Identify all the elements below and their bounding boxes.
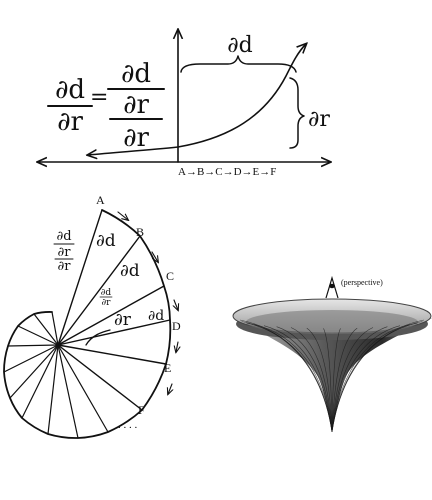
spiral-ray — [51, 311, 59, 346]
top-brace — [180, 55, 297, 73]
spiral-rays — [3, 209, 171, 439]
small-fraction-denominator: ∂r — [102, 298, 112, 308]
spiral-ray — [7, 344, 59, 347]
funnel-field-line — [331, 326, 388, 433]
side-label: ∂r — [308, 107, 330, 132]
spiral-ray — [57, 209, 103, 346]
eye-icon — [325, 275, 339, 299]
spiral-ray — [57, 344, 167, 365]
small-fraction-numerator: ∂d — [101, 288, 112, 298]
brace-label: ∂d — [227, 33, 252, 58]
wedge-label-1: ∂d — [96, 231, 116, 251]
curve-graph: ∂d ∂r A→B→C→D→E→F — [38, 30, 330, 178]
spiral-ray — [9, 344, 59, 399]
lhs-numerator: ∂d — [55, 75, 85, 105]
funnel-field-line — [253, 324, 333, 433]
funnel-body — [233, 318, 432, 432]
funnel-field-line — [263, 325, 333, 433]
side-brace — [289, 77, 305, 149]
spiral-point-c: C — [166, 269, 174, 283]
funnel-field-line — [290, 327, 333, 433]
funnel-field-line — [276, 326, 333, 433]
spiral-ray — [3, 344, 59, 373]
outer-fraction-denominator: ∂r — [58, 259, 72, 274]
spiral-ray — [57, 344, 143, 411]
direction-arrow — [174, 299, 178, 310]
equals-sign: = — [90, 85, 108, 110]
funnel-field-line — [323, 328, 333, 433]
spiral-point-f: F — [138, 403, 145, 417]
funnel-field-line — [306, 327, 333, 433]
spiral-ray — [57, 344, 79, 439]
spiral-point-d: D — [172, 319, 181, 333]
spiral-point-b: B — [136, 225, 144, 239]
equation: ∂d ∂r = ∂d ∂r ∂r — [47, 59, 165, 153]
outer-fraction-numerator: ∂d — [56, 229, 71, 244]
funnel-field-line — [331, 327, 374, 433]
spiral-ellipsis: . . . . — [118, 419, 138, 431]
outer-fraction-mid: ∂r — [58, 245, 72, 260]
wedge-label-2: ∂d — [120, 261, 140, 281]
direction-arrow — [168, 383, 172, 394]
wedge-label-4: ∂d — [148, 308, 164, 324]
spiral-point-e: E — [164, 361, 171, 375]
spiral-ray — [17, 325, 59, 346]
eye-label: (perspective) — [341, 278, 383, 287]
spiral-diagram: A B C D E F . . . . ∂d ∂r ∂r ∂d ∂d ∂r ∂d ∂d ∂… — [3, 193, 181, 439]
funnel-field-line — [331, 327, 358, 433]
rhs-mid: ∂r — [123, 90, 149, 120]
funnel-inner-disk — [246, 310, 418, 334]
funnel-field-line — [246, 322, 333, 433]
direction-arrow — [117, 211, 128, 220]
spiral-ray — [57, 319, 171, 346]
spiral-point-a: A — [96, 193, 105, 207]
direction-arrow — [151, 251, 158, 262]
spiral-arrows — [117, 211, 178, 394]
axis-sequence: A→B→C→D→E→F — [178, 166, 276, 178]
spiral-ray — [57, 344, 109, 433]
funnel-field-line — [331, 319, 425, 433]
spiral-ray — [47, 344, 59, 435]
spiral-ray — [21, 344, 59, 419]
lhs-denominator: ∂r — [57, 107, 83, 137]
funnel-field-line — [331, 328, 341, 433]
funnel-field-lines — [239, 319, 425, 433]
growth-curve — [88, 44, 306, 155]
spiral-ray — [57, 285, 165, 346]
rhs-denominator: ∂r — [123, 123, 149, 153]
inner-arc — [85, 329, 111, 346]
spiral-outline — [3, 209, 172, 439]
spiral-ray — [57, 235, 141, 346]
wedge-label-3: ∂r — [114, 310, 132, 330]
funnel-diagram: (perspective) — [232, 275, 432, 433]
spiral-points: A B C D E F — [96, 193, 181, 417]
direction-arrow — [176, 341, 178, 352]
spiral-ray — [33, 313, 59, 346]
rhs-numerator: ∂d — [121, 59, 151, 89]
